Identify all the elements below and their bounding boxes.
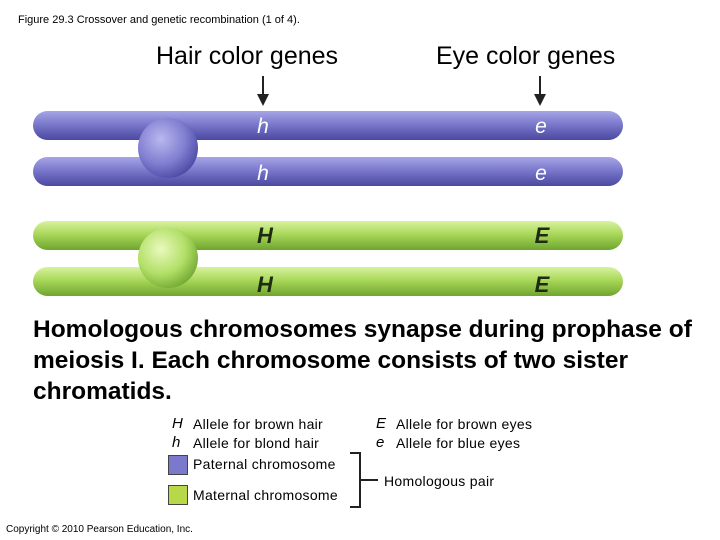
eye-gene-arrow [534, 76, 546, 106]
figure-title: Figure 29.3 Crossover and genetic recomb… [18, 14, 300, 26]
maternal-centromere [138, 228, 198, 288]
paternal-swatch [168, 455, 188, 475]
allele-E-1: E [535, 223, 551, 248]
allele-E-2: E [535, 272, 551, 297]
maternal-swatch [168, 485, 188, 505]
legend-text-maternal: Maternal chromosome [193, 487, 338, 503]
paternal-chromosome: h e h e [33, 111, 623, 186]
legend-symbol-e: e [376, 434, 385, 451]
legend-text-blue-eyes: Allele for blue eyes [396, 435, 521, 451]
allele-h-2: h [257, 162, 269, 185]
hair-color-genes-heading: Hair color genes [156, 42, 339, 70]
allele-H-2: H [257, 272, 274, 297]
allele-H-1: H [257, 223, 274, 248]
homologous-pair-bracket [350, 452, 378, 508]
paternal-centromere [138, 118, 198, 178]
legend-text-blond-hair: Allele for blond hair [193, 435, 320, 451]
hair-gene-arrow [257, 76, 269, 106]
caption: Homologous chromosomes synapse during pr… [33, 316, 692, 405]
eye-color-genes-heading: Eye color genes [436, 42, 616, 70]
legend-text-paternal: Paternal chromosome [193, 456, 336, 472]
legend-text-homologous-pair: Homologous pair [384, 473, 495, 489]
legend-symbol-h: h [172, 434, 181, 451]
allele-e-1: e [535, 115, 547, 138]
legend-text-brown-hair: Allele for brown hair [193, 416, 324, 432]
allele-h-1: h [257, 115, 269, 138]
maternal-chromosome: H E H E [33, 221, 623, 297]
chromosome-diagram: h e h e H E H E [33, 76, 623, 297]
allele-e-2: e [535, 162, 547, 185]
copyright: Copyright © 2010 Pearson Education, Inc. [6, 524, 193, 535]
legend-symbol-H: H [172, 415, 183, 432]
legend-symbol-E: E [376, 415, 387, 432]
legend-text-brown-eyes: Allele for brown eyes [396, 416, 533, 432]
